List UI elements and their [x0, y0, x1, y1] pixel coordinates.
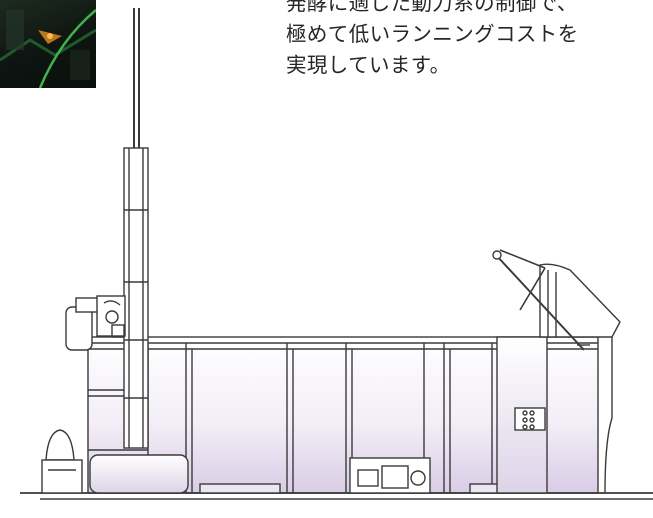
- caption-line-2: 極めて低いランニングコストを: [286, 22, 579, 46]
- caption-line-1: 発酵に適した動力系の制御で、: [286, 0, 578, 15]
- gear-motor: [349, 457, 431, 494]
- control-panel: [496, 336, 548, 494]
- machinery-photo: [0, 0, 96, 88]
- caption-text: 発酵に適した動力系の制御で、 極めて低いランニングコストを 実現しています。: [286, 0, 653, 81]
- feed-tank: [41, 429, 83, 494]
- photo-graphic: [0, 9, 96, 88]
- caption-line-3: 実現しています。: [286, 53, 451, 77]
- blower-unit: [65, 295, 126, 351]
- hood: [539, 263, 621, 494]
- exhaust-stack: [123, 8, 149, 449]
- base-block: [89, 454, 189, 494]
- boom-arm: [492, 249, 590, 351]
